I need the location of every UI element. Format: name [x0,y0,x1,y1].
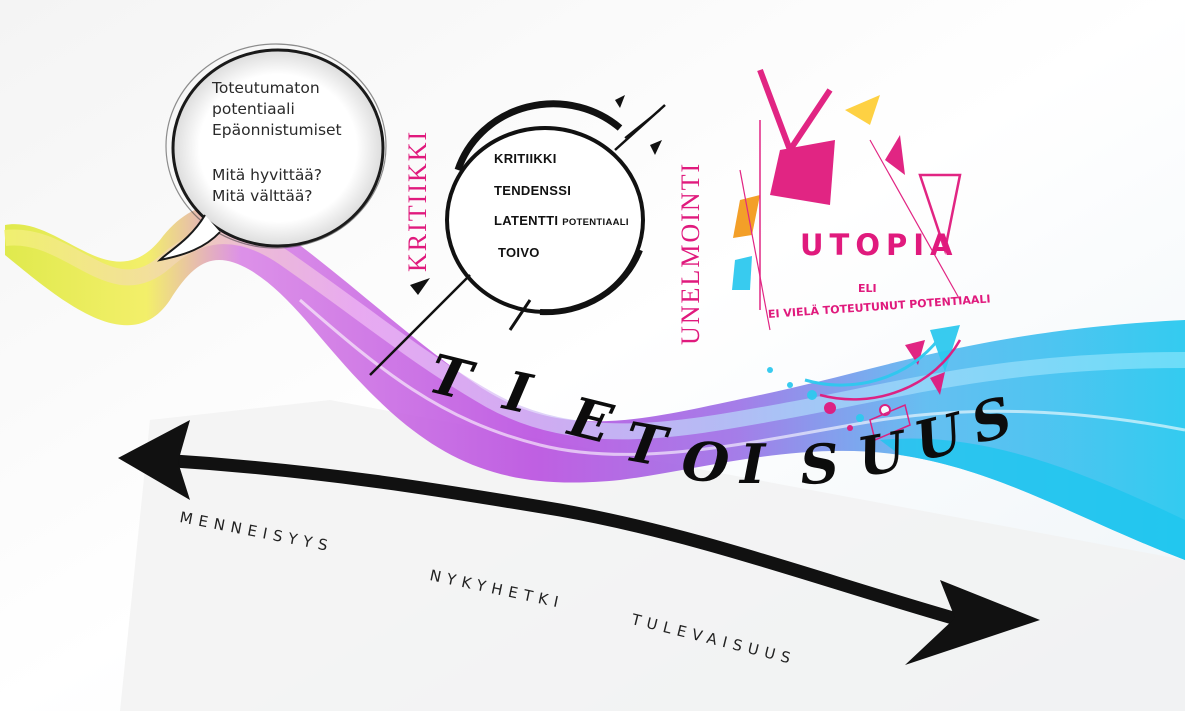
circle-item-tendenssi: TENDENSSI [494,183,572,198]
kritiikki-circle-arc [454,100,623,172]
circle-item-toivo: TOIVO [498,245,540,260]
timeline-arrow-right-head [905,580,1040,665]
kritiikki-vertical-label: KRITIIKKI [403,129,432,272]
speech-bubble-sketch [165,43,387,249]
kritiikki-mark [410,278,430,295]
speech-bubble-tail [156,214,221,262]
wave-word-letter: O [678,427,733,497]
utopia-ring [732,68,962,442]
bubble-text-line: Mitä välttää? [212,187,313,205]
timeline-arrow-left-head [118,420,190,500]
kritiikki-mark [650,140,662,155]
kritiikki-mark [615,95,625,108]
bubble-text-line: potentiaali [212,100,295,118]
kritiikki-slash [624,109,661,139]
wave-word-letter: S [797,430,842,498]
circle-item-latentti-main: LATENTTI [494,213,559,228]
utopia-title: UTOPIA [800,228,959,262]
timeline-arrow-shaft [153,453,967,627]
wave-streak [299,298,1185,456]
kritiikki-circle-arc [539,248,643,316]
utopia-eli: ELI [858,282,877,295]
speech-bubble [171,48,385,248]
unelmointi-vertical-label: UNELMOINTI [676,161,705,345]
bubble-text-line: Mitä hyvittää? [212,166,323,184]
circle-item-latentti: LATENTTI POTENTIAALI [494,213,629,228]
bubble-text-line: Toteutumaton [212,79,320,97]
wave-cyan-tail [880,438,1185,560]
kritiikki-slash [369,274,471,376]
wave-highlight [4,228,1185,440]
bubble-text-line: Epäonnistumiset [212,121,342,139]
wave-band [5,204,1185,561]
circle-item-latentti-small: POTENTIAALI [562,217,629,228]
kritiikki-slash [508,299,532,331]
wave-word-letter: I [740,432,766,496]
circle-item-kritiikki: KRITIIKKI [494,151,557,166]
